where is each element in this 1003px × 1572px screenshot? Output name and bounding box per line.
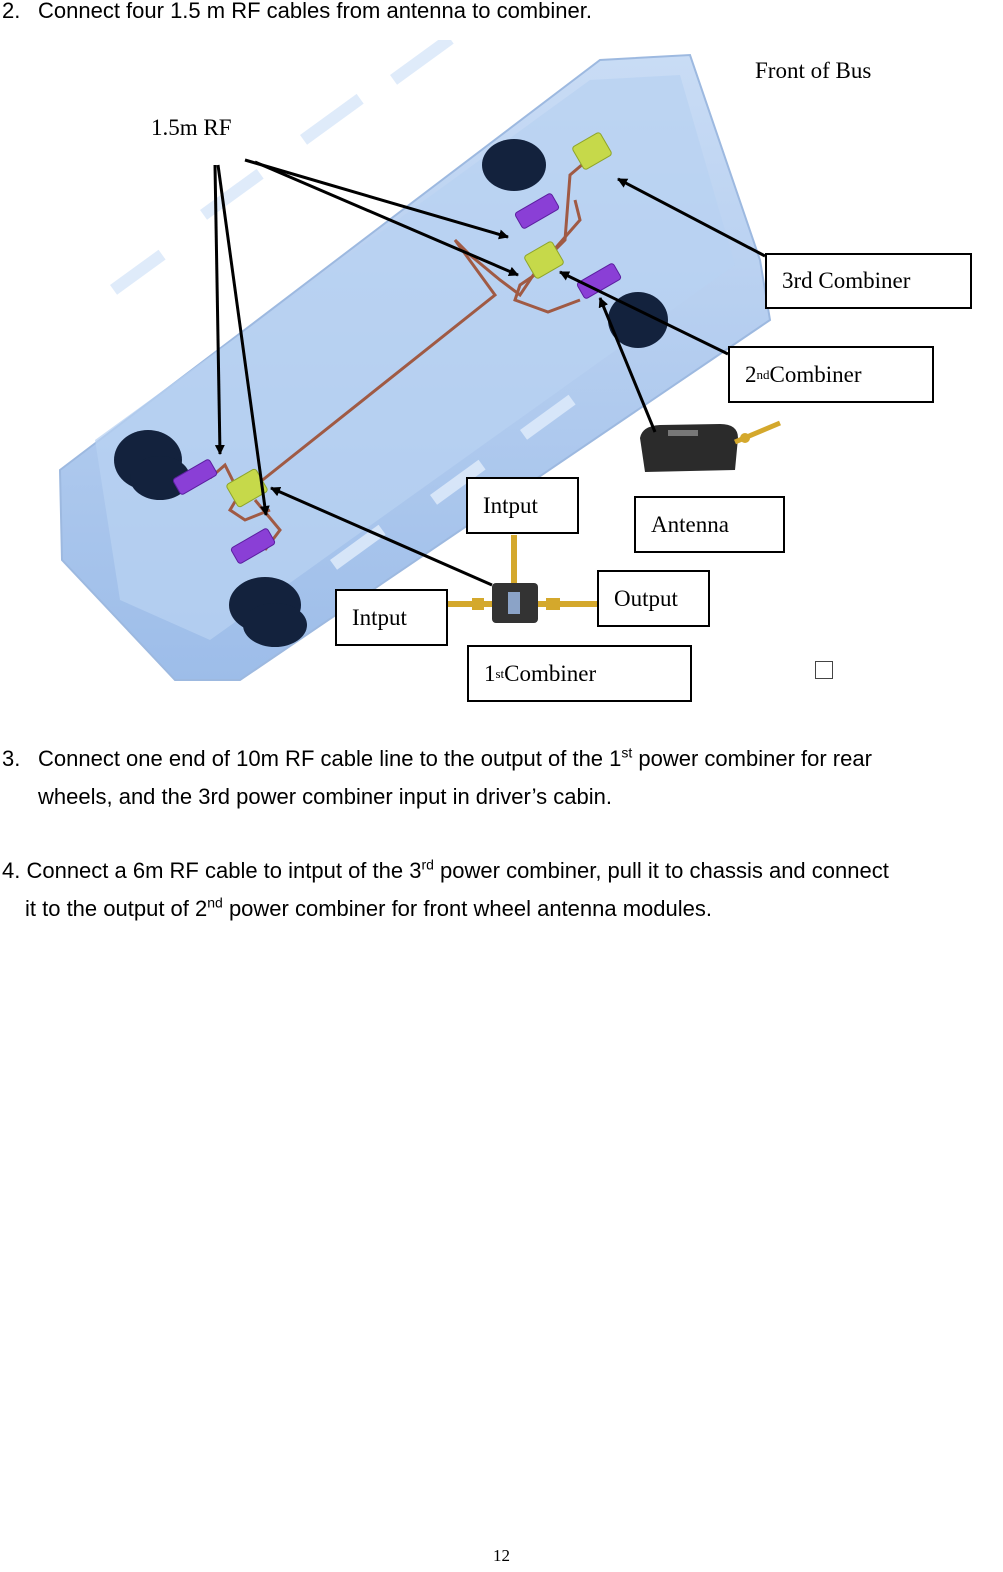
step-4-text-b: power combiner, pull it to chassis and c… — [433, 858, 889, 883]
step-4-text-a: 4. Connect a 6m RF cable to intput of th… — [2, 858, 422, 883]
step-3-line-2: wheels, and the 3rd power combiner input… — [38, 784, 612, 809]
output-label: Output — [597, 570, 710, 627]
combiner-2-module — [524, 241, 564, 279]
input-top-label: Intput — [466, 477, 579, 534]
second-combiner-num: 2 — [745, 361, 757, 387]
step-2: 2. Connect four 1.5 m RF cables from ante… — [2, 0, 592, 30]
step-4-text-c: it to the output of 2 — [25, 896, 208, 921]
bus-illustration — [58, 40, 781, 681]
first-combiner-device — [448, 535, 600, 623]
combiners — [226, 132, 612, 508]
antenna-device — [640, 420, 781, 472]
first-combiner-word: Combiner — [504, 660, 597, 686]
third-combiner-label: 3rd Combiner — [765, 253, 972, 309]
callout-arrows — [213, 158, 766, 587]
step-3-sup: st — [621, 744, 633, 761]
wheel-front-bottom — [608, 292, 668, 348]
step-2-number: 2. — [2, 0, 21, 23]
step-2-text: Connect four 1.5 m RF cables from antenn… — [38, 0, 592, 23]
step-3: 3. Connect one end of 10m RF cable line t… — [2, 740, 872, 816]
wheels — [114, 139, 668, 647]
step-4-line-2: it to the output of 2nd power combiner f… — [2, 890, 889, 928]
antenna-label: Antenna — [634, 496, 785, 553]
step-3-text-b: power combiner for rear — [632, 746, 872, 771]
step-4-sup-2: nd — [207, 894, 223, 911]
second-combiner-word: Combiner — [769, 361, 862, 387]
bus-windows — [110, 40, 576, 570]
front-of-bus-label: Front of Bus — [755, 58, 872, 83]
wheel-front-top — [482, 139, 546, 191]
step-4-text-d: power combiner for front wheel antenna m… — [222, 896, 712, 921]
wheel-antenna-modules — [172, 193, 622, 564]
checkbox-icon — [815, 661, 833, 679]
step-3-text-a: Connect one end of 10m RF cable line to … — [38, 746, 622, 771]
step-4: 4. Connect a 6m RF cable to intput of th… — [2, 852, 889, 928]
combiner-3-module — [572, 132, 612, 170]
bus-wiring-diagram — [58, 40, 781, 681]
first-combiner-num: 1 — [484, 660, 496, 686]
rf-cable-label: 1.5m RF — [151, 115, 232, 140]
step-4-sup-1: rd — [421, 856, 434, 873]
step-3-number: 3. — [2, 746, 21, 771]
page-number: 12 — [493, 1546, 510, 1565]
input-left-label: Intput — [335, 589, 448, 646]
